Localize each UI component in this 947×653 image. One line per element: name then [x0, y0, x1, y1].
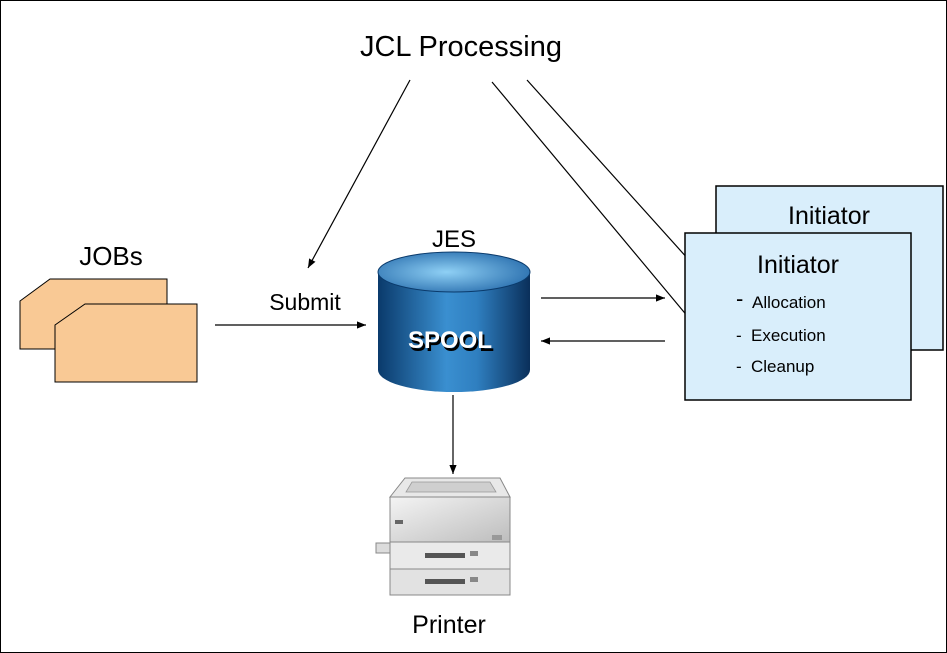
cleanup-item: Cleanup — [751, 357, 814, 376]
spool-label-shadow: SPOOL — [410, 330, 494, 357]
printer-label: Printer — [412, 611, 486, 639]
printer-icon — [375, 477, 511, 596]
execution-bullet: - — [736, 326, 742, 345]
title-jcl-processing: JCL Processing — [360, 31, 562, 63]
cleanup-bullet: - — [736, 357, 742, 376]
submit-label: Submit — [269, 289, 341, 315]
spool-cylinder — [377, 251, 531, 392]
initiator-front-label: Initiator — [757, 251, 839, 279]
jobs-label: JOBs — [79, 241, 143, 271]
allocation-bullet: - — [736, 286, 743, 311]
spool-label: SPOOL — [408, 327, 492, 354]
initiator-back-label: Initiator — [788, 202, 870, 230]
initiator-box-front — [684, 232, 912, 401]
arrow-jcl-to-submit — [307, 79, 411, 269]
execution-item: Execution — [751, 326, 826, 345]
jes-label: JES — [432, 226, 476, 253]
job-card-front — [54, 303, 198, 383]
allocation-item: Allocation — [752, 293, 826, 312]
